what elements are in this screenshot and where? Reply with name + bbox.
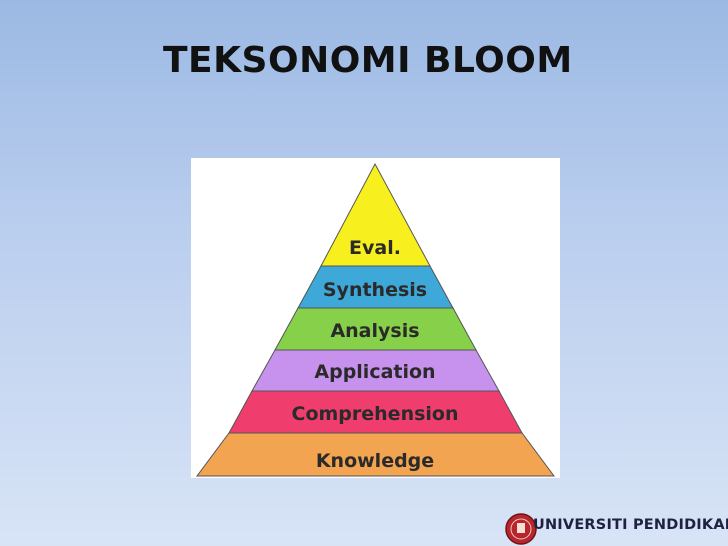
footer-university-name: UNIVERSITI PENDIDIKAN SULTAN IDRIS [533,517,728,533]
pyramid-label-synthesis: Synthesis [323,279,427,301]
pyramid-svg: Eval. Synthesis Analysis Application Com… [196,162,555,477]
pyramid-label-comprehension: Comprehension [292,403,459,425]
pyramid-label-eval: Eval. [349,237,401,259]
footer-branding: UNIVERSITI PENDIDIKAN SULTAN IDRIS [503,511,728,546]
university-seal-logo [505,513,537,545]
pyramid-label-knowledge: Knowledge [316,450,434,472]
pyramid-diagram: Eval. Synthesis Analysis Application Com… [191,158,560,478]
pyramid-level-knowledge [196,432,555,477]
slide-title: TEKSONOMI BLOOM [163,40,573,81]
pyramid-label-analysis: Analysis [330,320,419,342]
pyramid-label-application: Application [314,361,435,383]
